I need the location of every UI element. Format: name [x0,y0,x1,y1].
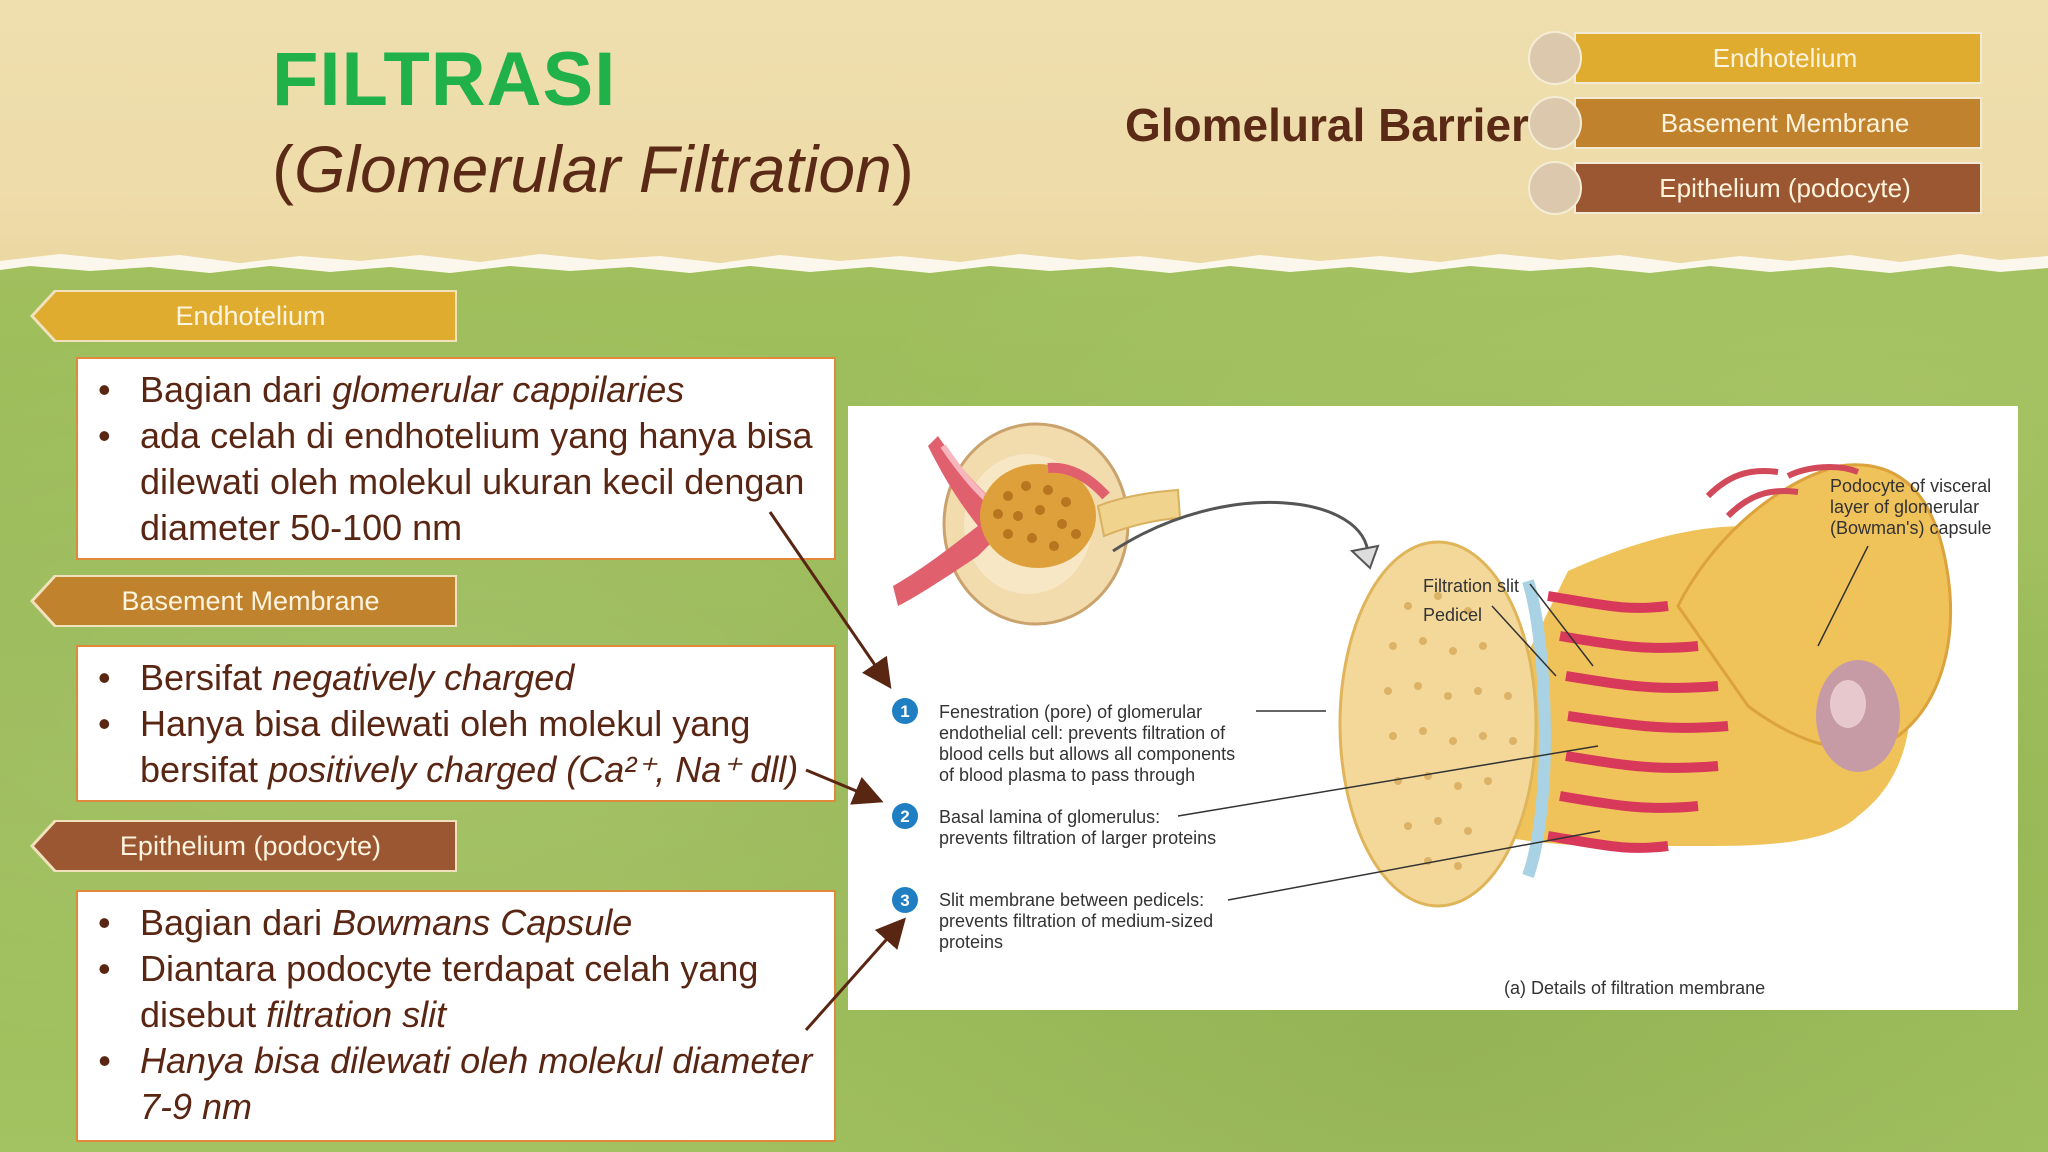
legend-item-epithelium: Epithelium (podocyte) [1528,161,1982,215]
bullet-item: Bagian dari glomerular cappilaries [90,367,814,413]
section-tag-label: Epithelium (podocyte) [119,830,382,861]
page-subtitle: (Glomerular Filtration) [272,132,914,206]
subtitle-text: Glomerular Filtration [293,132,892,206]
svg-text:proteins: proteins [939,932,1003,952]
svg-text:1: 1 [900,702,909,721]
torn-paper-edge [0,246,2048,273]
svg-text:prevents filtration of larger: prevents filtration of larger proteins [939,828,1216,848]
svg-text:Fenestration (pore) of glomeru: Fenestration (pore) of glomerular [939,702,1202,722]
legend-label: Endhotelium [1574,32,1982,84]
bullet-item: Bersifat negatively charged [90,655,814,701]
label-podocyte-3: (Bowman's) capsule [1830,518,1992,538]
bullet-item: ada celah di endhotelium yang hanya bisa… [90,413,814,551]
section-tag-label: Basement Membrane [121,585,380,616]
bullet-item: Hanya bisa dilewati oleh molekul diamete… [90,1038,814,1130]
section-tag-basement: Basement Membrane [30,575,457,627]
page-title: FILTRASI [272,37,617,122]
tag-shape [30,820,457,872]
basement-textbox: Bersifat negatively charged Hanya bisa d… [76,645,836,802]
legend-item-basement: Basement Membrane [1528,96,1982,150]
svg-text:of blood plasma to pass throug: of blood plasma to pass through [939,765,1195,785]
epithelium-textbox: Bagian dari Bowmans Capsule Diantara pod… [76,890,836,1142]
arrow-epithelium [804,917,906,1031]
zoom-arrow-head [1349,544,1380,570]
leader-lines [1177,545,1869,901]
section-tag-epithelium: Epithelium (podocyte) [30,820,457,872]
bullet-item: Diantara podocyte terdapat celah yang di… [90,946,814,1038]
figure-caption: (a) Details of filtration membrane [1504,978,1765,998]
svg-text:Slit membrane between pedicels: Slit membrane between pedicels: [939,890,1204,910]
number-badge [892,803,918,829]
label-podocyte-1: Podocyte of visceral [1830,476,1991,496]
section-tag-endothelium: Endhotelium [30,290,457,342]
label-podocyte-2: layer of glomerular [1830,497,1979,517]
barrier-title: Glomelural Barrier [1125,99,1529,151]
label-filtration-slit: Filtration slit [1423,576,1519,596]
bullet-item: Bagian dari Bowmans Capsule [90,900,814,946]
arrow-basement [805,768,884,805]
legend-circle [1528,161,1582,215]
capillary-illustration [1338,463,1952,908]
figure-item-1: 1 Fenestration (pore) of glomerular endo… [892,698,1235,785]
legend-item-endothelium: Endhotelium [1528,31,1982,85]
legend-circle [1528,96,1582,150]
number-badge [892,887,918,913]
filtration-membrane-figure: Podocyte of visceral layer of glomerular… [848,406,2018,1010]
filtration-diagram: Podocyte of visceral layer of glomerular… [892,422,1992,998]
svg-text:blood cells but allows all com: blood cells but allows all components [939,744,1235,764]
legend-circle [1528,31,1582,85]
zoom-arrow [1112,501,1370,557]
svg-text:3: 3 [900,891,909,910]
section-tag-label: Endhotelium [175,300,326,331]
figure-item-3: 3 Slit membrane between pedicels: preven… [892,887,1213,952]
renal-corpuscle-illustration [893,422,1182,626]
endothelium-textbox: Bagian dari glomerular cappilaries ada c… [76,357,836,560]
svg-text:Basal lamina of glomerulus:: Basal lamina of glomerulus: [939,807,1160,827]
svg-text:endothelial cell: prevents fil: endothelial cell: prevents filtration of [939,723,1226,743]
tag-shape [30,290,457,342]
figure-labels: Podocyte of visceral layer of glomerular… [1423,476,1992,625]
svg-text:prevents filtration of medium-: prevents filtration of medium-sized [939,911,1213,931]
bullet-item: Hanya bisa dilewati oleh molekul yang be… [90,701,814,793]
legend-label: Basement Membrane [1574,97,1982,149]
tag-shape [30,575,457,627]
arrow-endothelium [768,511,892,689]
legend-label: Epithelium (podocyte) [1574,162,1982,214]
number-badge [892,698,918,724]
label-pedicel: Pedicel [1423,605,1482,625]
svg-text:2: 2 [900,807,909,826]
figure-item-2: 2 Basal lamina of glomerulus: prevents f… [892,803,1216,848]
